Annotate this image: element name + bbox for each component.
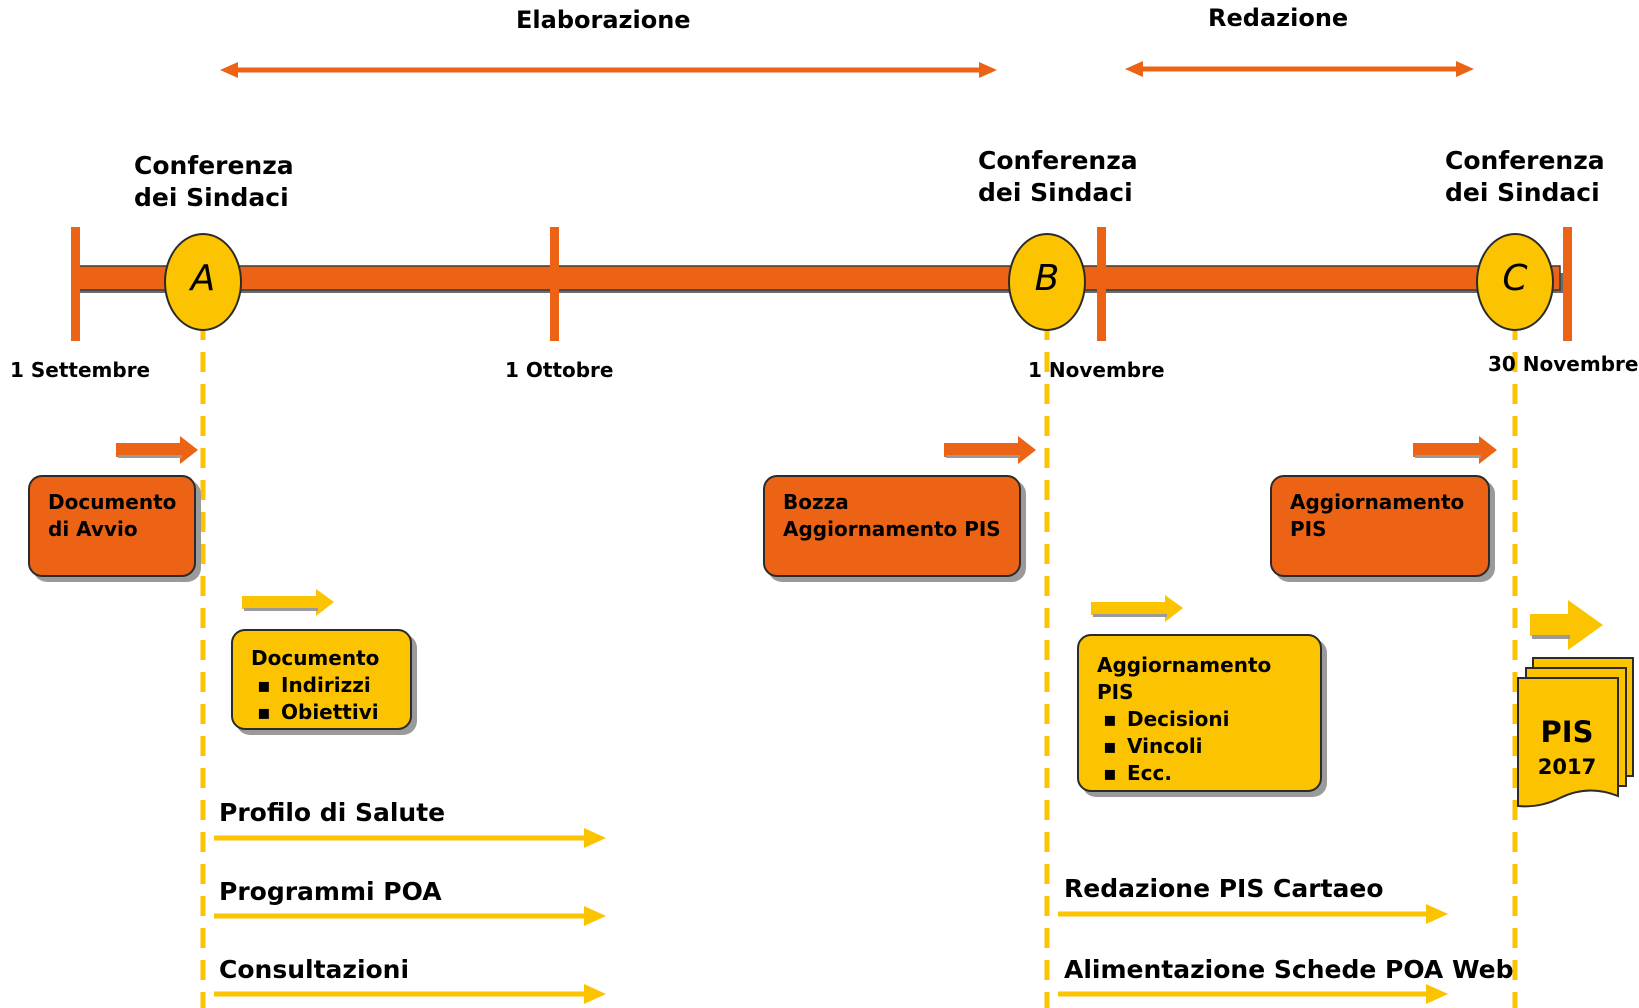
- milestone-a-circle: [164, 233, 242, 331]
- flow-label-consultazioni: Consultazioni: [219, 955, 410, 984]
- milestone-a-letter: A: [190, 258, 216, 299]
- flow-label-programmi: Programmi POA: [219, 877, 442, 906]
- phase-label-redazione: Redazione: [1208, 4, 1349, 32]
- flow-arrow-programmi: [214, 906, 606, 926]
- conference-label-a-line2: dei Sindaci: [134, 183, 289, 212]
- box-bozza-aggiornamento-text: Bozza Aggiornamento PIS: [783, 490, 1001, 541]
- date-label-fine-novembre: 30 Novembre: [1488, 352, 1639, 376]
- pis-document-title: PIS: [1540, 715, 1594, 749]
- milestone-b-letter: B: [1034, 258, 1060, 299]
- date-label-ottobre: 1 Ottobre: [505, 358, 614, 382]
- milestone-c-circle: [1476, 233, 1554, 331]
- conference-label-c-line2: dei Sindaci: [1445, 178, 1600, 207]
- date-label-settembre: 1 Settembre: [10, 358, 151, 382]
- elaborazione-span-arrow: [220, 62, 997, 78]
- tick-ottobre: [550, 227, 559, 341]
- conference-label-c: Conferenza dei Sindaci: [1445, 145, 1605, 209]
- yellow-pointer-arrow-2: [1091, 595, 1183, 622]
- date-label-novembre: 1 Novembre: [1028, 358, 1165, 382]
- conference-label-c-line1: Conferenza: [1445, 146, 1605, 175]
- orange-pointer-arrow-3: [1413, 436, 1497, 464]
- conference-label-a: Conferenza dei Sindaci: [134, 150, 294, 214]
- yellow-pointer-arrow-3: [1530, 600, 1603, 650]
- list-item: Indirizzi: [251, 672, 392, 699]
- box-aggiornamento-pis-orange: Aggiornamento PIS: [1270, 475, 1490, 577]
- list-item: Ecc.: [1097, 760, 1302, 787]
- box-aggiornamento-pis-yellow-title: Aggiornamento PIS: [1097, 653, 1272, 704]
- box-bozza-aggiornamento: Bozza Aggiornamento PIS: [763, 475, 1021, 577]
- conference-label-b: Conferenza dei Sindaci: [978, 145, 1138, 209]
- flow-arrow-alimentazione-schede: [1058, 984, 1448, 1004]
- milestone-b-circle: [1008, 233, 1086, 331]
- flow-label-redazione-cartaceo: Redazione PIS Cartaeo: [1064, 874, 1384, 903]
- box-documento-indirizzi-list: Indirizzi Obiettivi: [251, 672, 392, 726]
- flow-arrow-profilo: [214, 828, 606, 848]
- pis-document-year: 2017: [1537, 755, 1597, 779]
- box-aggiornamento-pis-orange-text: Aggiornamento PIS: [1290, 490, 1465, 541]
- box-documento-indirizzi-title: Documento: [251, 646, 380, 670]
- list-item: Decisioni: [1097, 706, 1302, 733]
- box-documento-avvio: Documento di Avvio: [28, 475, 196, 577]
- flow-label-profilo: Profilo di Salute: [219, 798, 446, 827]
- milestone-c-letter: C: [1502, 258, 1528, 299]
- box-documento-indirizzi: Documento Indirizzi Obiettivi: [231, 629, 412, 730]
- list-item: Vincoli: [1097, 733, 1302, 760]
- flow-label-alimentazione-schede: Alimentazione Schede POA Web: [1064, 955, 1514, 984]
- tick-fine-novembre: [1563, 227, 1572, 341]
- pis-document-stack: [1517, 657, 1634, 808]
- redazione-span-arrow: [1125, 61, 1474, 77]
- tick-settembre: [71, 227, 80, 341]
- orange-pointer-arrow-1: [116, 436, 198, 464]
- conference-label-b-line1: Conferenza: [978, 146, 1138, 175]
- box-aggiornamento-pis-yellow: Aggiornamento PIS Decisioni Vincoli Ecc.: [1077, 634, 1322, 792]
- yellow-pointer-arrow-1: [242, 589, 334, 616]
- timeline-bar: [73, 265, 1561, 291]
- conference-label-a-line1: Conferenza: [134, 151, 294, 180]
- box-aggiornamento-pis-yellow-list: Decisioni Vincoli Ecc.: [1097, 706, 1302, 787]
- flow-arrow-redazione-cartaceo: [1058, 904, 1448, 924]
- box-documento-avvio-text: Documento di Avvio: [48, 490, 177, 541]
- phase-label-elaborazione: Elaborazione: [516, 6, 691, 34]
- orange-pointer-arrow-2: [944, 436, 1036, 464]
- tick-novembre: [1097, 227, 1106, 341]
- list-item: Obiettivi: [251, 699, 392, 726]
- flow-arrow-consultazioni: [214, 984, 606, 1004]
- conference-label-b-line2: dei Sindaci: [978, 178, 1133, 207]
